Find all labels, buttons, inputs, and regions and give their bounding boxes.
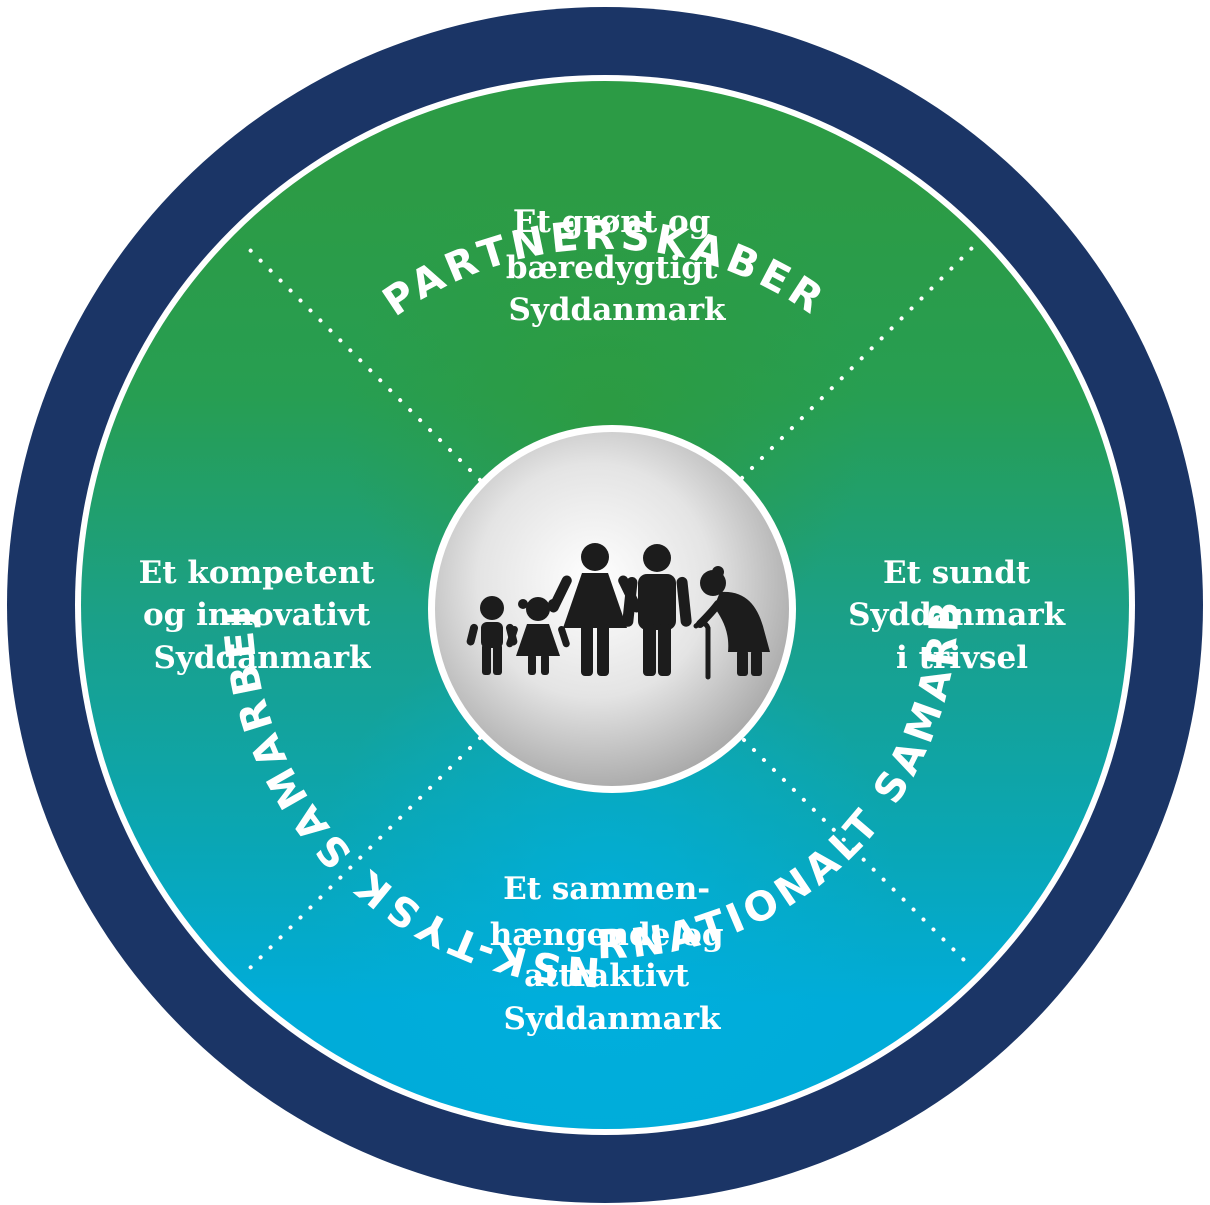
quadrant-bottom-line-3: attraktivt (524, 958, 690, 994)
quadrant-right-line-2: Syddanmark (848, 597, 1067, 633)
quadrant-right-text: Et sundt Syddanmark i trivsel (848, 555, 1076, 676)
quadrant-top-line-3: Syddanmark (508, 292, 727, 328)
quadrant-bottom-line-2: hængende og (490, 917, 724, 953)
quadrant-bottom-text: Et sammen- hængende og attraktivt Syddan… (490, 871, 735, 1037)
woman-figure (548, 543, 642, 676)
quadrant-top-line-2: bæredygtigt (506, 250, 718, 286)
quadrant-left-line-1: Et kompetent (139, 555, 376, 591)
quadrant-bottom-line-4: Syddanmark (503, 1001, 722, 1037)
quadrant-left-line-3: Syddanmark (153, 640, 372, 676)
quadrant-top-line-1: Et grønt og (513, 204, 710, 240)
divider-bottom-right (742, 738, 974, 970)
boy-figure (466, 596, 518, 675)
girl-figure (506, 597, 570, 675)
quadrant-right-line-3: i trivsel (896, 640, 1028, 676)
quadrant-left-line-2: og innovativt (143, 597, 371, 633)
family-generations-icon (466, 543, 770, 680)
quadrant-left-text: Et kompetent og innovativt Syddanmark (139, 555, 386, 676)
man-figure (622, 544, 692, 676)
quadrant-bottom-line-1: Et sammen- (503, 871, 710, 907)
quadrant-dividers (248, 246, 974, 970)
quadrant-right-line-1: Et sundt (883, 555, 1031, 591)
elderly-woman-figure (693, 566, 770, 680)
quadrant-top-text: Et grønt og bæredygtigt Syddanmark (506, 204, 728, 328)
